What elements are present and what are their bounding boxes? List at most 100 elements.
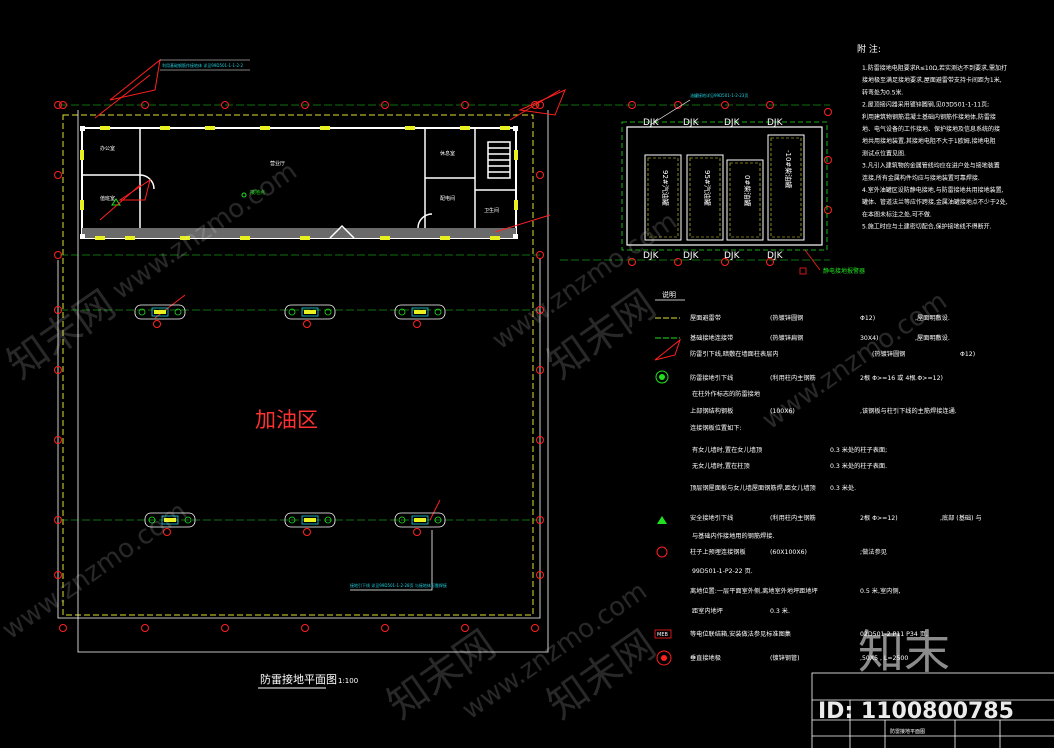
lightning-strip-bottom	[300, 236, 310, 240]
grid-bubble-left	[54, 366, 62, 374]
lightning-strip-top	[260, 126, 270, 130]
legend-row-label: 等电位联结箱,安装做法参见标准图集	[690, 630, 791, 638]
room-toilet-label: 卫生间	[484, 207, 499, 214]
legend-row: 垂直接地极(镀锌钢管),50X5 , L=2500	[690, 654, 908, 662]
grid-bubble-bottom	[59, 624, 67, 632]
legend-row-label: 99D501-1-P2-22 页.	[692, 568, 753, 575]
legend-row: 99D501-1-P2-22 页.	[692, 568, 753, 575]
grid-bubbles	[54, 101, 832, 632]
lightning-strip-bottom	[125, 236, 135, 240]
grid-bubble-top	[59, 101, 67, 109]
general-notes: 附 注: 1.防雷接地电阻要求R≤10Ω,若实测达不到要求,需加打 接地极至满足…	[857, 43, 1008, 231]
grid-bubble-tank-right	[824, 156, 832, 164]
grid-bubble-tank-top	[721, 101, 729, 109]
grid-bubble-tank-bottom	[674, 258, 682, 266]
note-line: 连接,所有金属构件均应与接地装置可靠焊接.	[862, 174, 980, 182]
tank: 92#汽油罐	[644, 154, 682, 241]
fueling-area-label: 加油区	[255, 408, 318, 432]
legend-symbol-embedded-plate	[656, 546, 668, 558]
watermark-url-3: www.znzmo.com	[0, 496, 193, 646]
legend-row-spec: (利用柱内主钢筋	[770, 374, 816, 382]
legend-row-value: Φ12)	[860, 315, 875, 322]
note-line: 1.防雷接地电阻要求R≤10Ω,若实测达不到要求,需加打	[862, 64, 1007, 72]
legend-row-value: 02D501-2 P11 P34 页.	[860, 631, 928, 638]
grid-bubble-left	[54, 571, 62, 579]
grid-bubble-right	[536, 366, 544, 374]
legend-row-label: 防雷接地引下线	[690, 374, 733, 382]
legend-row-spec: (利用柱内主钢筋	[770, 514, 816, 522]
grid-bubble-tank-bottom	[628, 258, 636, 266]
plan-note-bottom-text: 接地引下线 详见99D501-1-2-28页 与接地体可靠焊接	[350, 582, 447, 588]
legend-row-label: 与基础内作接地用的钢筋焊接.	[692, 532, 774, 540]
legend-row-label: 距室内地坪	[692, 607, 723, 615]
tank-label: -10#柴油罐	[784, 150, 793, 188]
lightning-strip-bottom	[490, 236, 500, 240]
note-line: 在本图未标注之处,可不做.	[862, 210, 932, 218]
legend-row-tail: .	[915, 375, 917, 382]
legend-row-label: 防雷引下线,暗敷在墙面柱表层内	[690, 350, 779, 358]
legend-row-spec: (热镀锌圆钢	[770, 314, 803, 322]
grid-bubble-bottom	[461, 624, 469, 632]
lightning-strip-top	[460, 126, 470, 130]
legend-row: 与基础内作接地用的钢筋焊接.	[692, 532, 774, 540]
note-line: 4.室外油罐区设防静电接地,与防雷接地共用接地装置,	[862, 186, 1004, 194]
building-foundation-band	[82, 228, 516, 238]
legend-row-label: 上部钢结构钢板	[690, 407, 733, 415]
notes-heading: 附 注:	[857, 43, 881, 55]
building-corner-columns	[80, 126, 518, 239]
legend-row-value: 0.3 米处的柱子表面.	[830, 462, 887, 470]
legend-row: 上部钢结构钢板(100X6),该钢板与柱引下线的主筋焊接连通.	[690, 407, 957, 415]
legend-heading: 说明	[662, 290, 676, 299]
legend-row-label: 柱子上预埋连接钢板	[690, 548, 746, 556]
tank: 0#柴油罐	[726, 159, 764, 241]
grid-bubble-bottom	[531, 624, 539, 632]
ground-point-label: 接地点	[250, 189, 265, 196]
pump-island	[394, 304, 446, 328]
grid-bubble-top	[301, 101, 309, 109]
note-line: 地、电气设备的工作接地、保护接地及信息系统的接	[862, 125, 1000, 133]
plan-boundary-inner	[57, 110, 549, 653]
grid-bubble-bottom	[301, 624, 309, 632]
tank: 95#汽油罐	[686, 154, 724, 241]
tank-label: 92#汽油罐	[661, 170, 670, 206]
grid-bubble-bottom	[141, 624, 149, 632]
legend-row: 屋面避雷带 (热镀锌圆钢 Φ12) ,屋面明敷设.	[690, 314, 950, 322]
djk-label: DJK	[724, 251, 741, 261]
lightning-strip-top	[405, 126, 415, 130]
legend-row-label: 无女儿墙时,置在柱顶	[692, 462, 750, 470]
legend-row-tail: ,屋面明敷设.	[915, 334, 950, 342]
lightning-strip-top	[320, 126, 330, 130]
legend-row-label: 基础接地连接带	[690, 334, 733, 342]
grid-bubble-tank-bottom	[721, 258, 729, 266]
legend-symbol-safety-downlead	[657, 516, 667, 524]
legend-row-tail: ,屋面明敷设.	[915, 314, 950, 322]
note-line: 5.施工时应与土建密切配合,保护接地线不得断开.	[862, 223, 992, 231]
lightning-strip-left	[80, 200, 84, 210]
grid-bubble-right	[536, 251, 544, 259]
note-line: 接地极至满足接地要求,屋面避雷带支持卡间距为1米,	[862, 76, 1002, 84]
legend-symbol-vertical-ground-rod-core	[661, 655, 667, 661]
lightning-strip-bottom	[440, 236, 450, 240]
note-line: 3.凡引入建筑物的金属管线均应在进户处与接地装置	[862, 162, 1000, 170]
grid-bubble-right	[536, 436, 544, 444]
title-block-drawing-name: 防雷接地平面图	[890, 728, 925, 735]
legend-symbols: MEB	[654, 317, 682, 666]
legend-row-label: 屋面避雷带	[690, 314, 721, 322]
watermark-cn-1: 知末网	[0, 282, 124, 389]
tank-note-top: 油罐接地详见99D501-1-2-23页	[690, 92, 748, 98]
legend-row-value: 30X4)	[860, 335, 878, 342]
note-line: 测试点位置见图.	[862, 149, 906, 157]
legend-row: 无女儿墙时,置在柱顶 0.3 米处的柱子表面.	[692, 462, 887, 470]
legend-row-spec: (60X100X6)	[770, 549, 807, 556]
legend: 说明 MEB 屋面避雷带 (热镀锌圆钢 Φ12) ,屋面明敷设. 基础接地连接带 (热镀锌…	[654, 290, 982, 666]
drawing-id: ID: 1100800785	[818, 699, 1014, 724]
tank-note-bottom: 静电接地报警器	[823, 267, 865, 275]
legend-row-value: ,该钢板与柱引下线的主筋焊接连通.	[860, 407, 957, 415]
legend-row-tail: Φ12)	[960, 351, 975, 358]
legend-row-value: 2根 Φ>=12)	[860, 514, 898, 522]
